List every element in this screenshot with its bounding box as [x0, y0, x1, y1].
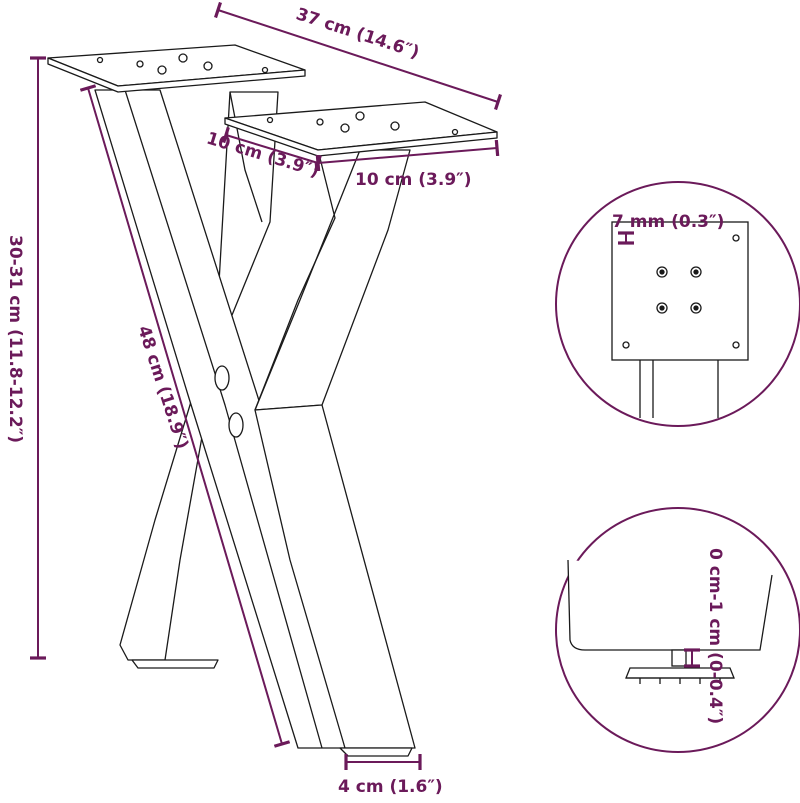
dim-line-leg-length — [79, 84, 291, 748]
plate-hole — [340, 123, 350, 133]
leg-hole-upper — [214, 365, 230, 391]
plate-hole — [355, 111, 365, 121]
detail-corner-hole — [732, 341, 740, 349]
label-foot-adjust: 0 cm-1 cm (0-0.4″) — [705, 548, 725, 724]
dimension-lines — [30, 1, 503, 770]
dim-line-top-width — [213, 1, 503, 111]
plate-hole — [266, 116, 274, 124]
foot-front — [339, 747, 413, 757]
plate-hole — [96, 56, 104, 64]
plate-hole — [316, 118, 324, 126]
leg-hole-lower — [228, 412, 244, 438]
plate-hole — [261, 66, 269, 74]
dim-line-plate-width — [315, 139, 500, 172]
foot-back — [131, 659, 219, 669]
label-plate-width: 10 cm (3.9″) — [355, 170, 472, 190]
detail-plate-hole — [659, 305, 665, 311]
detail-foot-circle: 0 cm-1 cm (0-0.4″) — [555, 507, 800, 753]
detail-corner-hole — [732, 234, 740, 242]
detail-plate-hole — [693, 305, 699, 311]
detail-foot-base — [626, 677, 734, 684]
label-leg-width: 4 cm (1.6″) — [338, 777, 443, 797]
label-total-height: 30-31 cm (11.8-12.2″) — [5, 235, 25, 443]
detail-plate-circle: 7 mm (0.3″) — [555, 181, 800, 427]
plate-hole — [157, 65, 167, 75]
label-top-width: 37 cm (14.6″) — [293, 4, 421, 63]
detail-tube — [639, 360, 719, 418]
plate-hole — [178, 53, 188, 63]
detail-plate — [611, 221, 749, 361]
label-plate-thickness: 7 mm (0.3″) — [612, 212, 724, 232]
plate-hole — [136, 60, 144, 68]
detail-foot-stem — [671, 649, 687, 667]
detail-plate-hole — [693, 269, 699, 275]
plate-hole — [451, 128, 459, 136]
detail-foot-tube — [567, 559, 773, 651]
detail-plate-hole — [659, 269, 665, 275]
plate-hole — [203, 61, 213, 71]
plate-hole — [390, 121, 400, 131]
detail-corner-hole — [622, 341, 630, 349]
